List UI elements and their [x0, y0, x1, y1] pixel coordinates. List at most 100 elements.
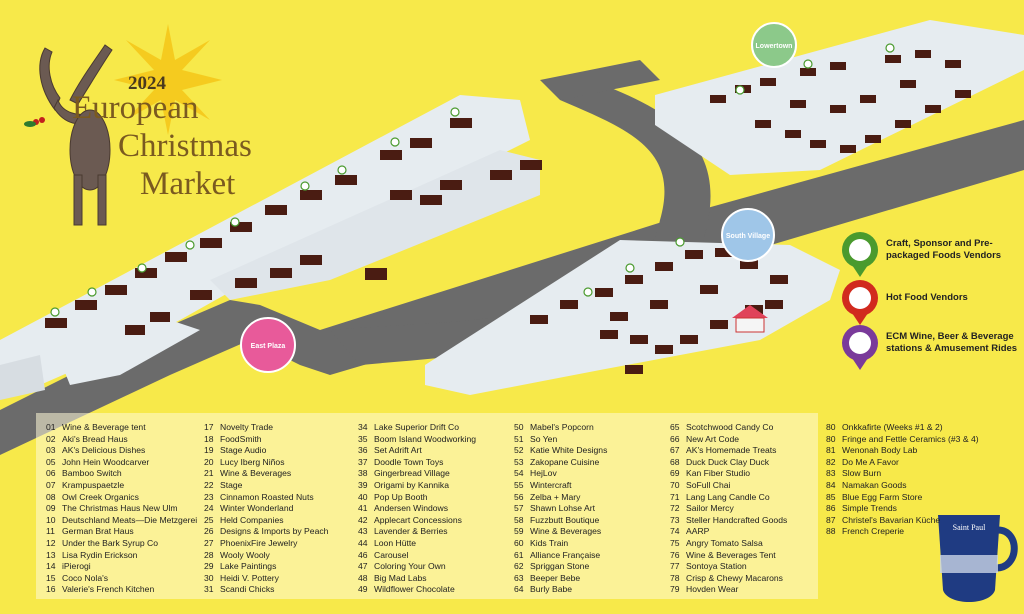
vendor-number: 53: [514, 456, 524, 467]
mug-text: Saint Paul: [953, 523, 986, 532]
vendor-name: Hovden Wear: [686, 584, 739, 595]
vendor-name: Coco Nola's: [62, 572, 109, 583]
vendor-name: John Hein Woodcarver: [62, 456, 150, 467]
vendor-name: Lavender & Berries: [374, 526, 448, 537]
vendor-number: 51: [514, 433, 524, 444]
vendor-number: 52: [514, 445, 524, 456]
vendor-name: AARP: [686, 526, 710, 537]
vendor-name: Lang Lang Candle Co: [686, 491, 770, 502]
vendor-number: 54: [514, 468, 524, 479]
vendor-name: Scotchwood Candy Co: [686, 422, 774, 432]
vendor-name: Held Companies: [220, 514, 284, 525]
vendor-row: 87 Christel's Bavarian Küche: [826, 515, 979, 527]
vendor-number: 13: [46, 549, 56, 560]
vendor-number: 06: [46, 468, 56, 479]
vendor-number: 27: [204, 537, 214, 548]
vendor-name: Blue Egg Farm Store: [842, 491, 923, 502]
vendor-number: 86: [826, 503, 836, 514]
vendor-number: 85: [826, 491, 836, 502]
vendor-name: Christel's Bavarian Küche: [842, 514, 941, 525]
vendor-name: HejLov: [530, 468, 557, 479]
vendor-number: 72: [670, 503, 680, 514]
vendor-name: iPierogi: [62, 561, 91, 572]
lowertown-label: Lowertown: [756, 43, 793, 50]
vendor-number: 56: [514, 491, 524, 502]
vendor-name: Cinnamon Roasted Nuts: [220, 491, 314, 502]
vendor-name: Angry Tomato Salsa: [686, 537, 763, 548]
vendor-number: 18: [204, 433, 214, 444]
vendor-number: 36: [358, 445, 368, 456]
vendor-name: Big Mad Labs: [374, 572, 427, 583]
legend-label-beverage: ECM Wine, Beer & Beverage stations & Amu…: [886, 331, 1018, 354]
vendor-number: 40: [358, 491, 368, 502]
vendor-row: 67 AK's Homemade Treats: [670, 445, 787, 457]
vendor-number: 87: [826, 514, 836, 525]
vendor-name: Winter Wonderland: [220, 503, 294, 514]
vendor-name: Crisp & Chewy Macarons: [686, 572, 783, 583]
vendor-name: Slow Burn: [842, 468, 882, 479]
vendor-number: 31: [204, 584, 214, 595]
vendor-name: Owl Creek Organics: [62, 491, 139, 502]
vendor-name: Zakopane Cuisine: [530, 456, 600, 467]
vendor-name: PhoenixFire Jewelry: [220, 537, 298, 548]
booth-row-lowertown: [710, 50, 971, 153]
vendor-number: 38: [358, 468, 368, 479]
vendor-row: 24 Winter Wonderland: [204, 503, 328, 515]
vendor-number: 03: [46, 445, 56, 456]
booth-row-main: [45, 118, 542, 335]
vendor-number: 17: [204, 422, 214, 432]
vendor-name: Lake Superior Drift Co: [374, 422, 460, 432]
vendor-number: 80: [826, 433, 836, 444]
legend-label-craft: Craft, Sponsor and Pre-packaged Foods Ve…: [886, 238, 1002, 261]
vendor-row: 65 Scotchwood Candy Co: [670, 422, 787, 434]
vendor-row: 27 PhoenixFire Jewelry: [204, 538, 328, 550]
vendor-row: 75 Angry Tomato Salsa: [670, 538, 787, 550]
vendor-number: 82: [826, 456, 836, 467]
vendor-number: 24: [204, 503, 214, 514]
vendor-number: 11: [46, 526, 55, 537]
vendor-row: 72 Sailor Mercy: [670, 503, 787, 515]
vendor-number: 64: [514, 584, 524, 595]
vendor-number: 75: [670, 537, 680, 548]
vendor-row: 54 HejLov: [514, 468, 607, 480]
vendor-name: Mabel's Popcorn: [530, 422, 594, 432]
vendor-number: 67: [670, 445, 680, 456]
vendor-name: Sailor Mercy: [686, 503, 734, 514]
vendor-name: Scandi Chicks: [220, 584, 275, 595]
reindeer-logo-icon: [39, 44, 113, 226]
vendor-name: Set Adrift Art: [374, 445, 422, 456]
vendor-name: Designs & Imports by Peach: [220, 526, 329, 537]
east-plaza-badge: East Plaza: [240, 317, 296, 373]
vendor-number: 44: [358, 537, 368, 548]
vendor-name: Duck Duck Clay Duck: [686, 456, 770, 467]
vendor-number: 57: [514, 503, 524, 514]
vendor-number: 65: [670, 422, 680, 432]
vendor-name: Steller Handcrafted Goods: [686, 514, 788, 525]
vendor-name: AK's Homemade Treats: [686, 445, 777, 456]
